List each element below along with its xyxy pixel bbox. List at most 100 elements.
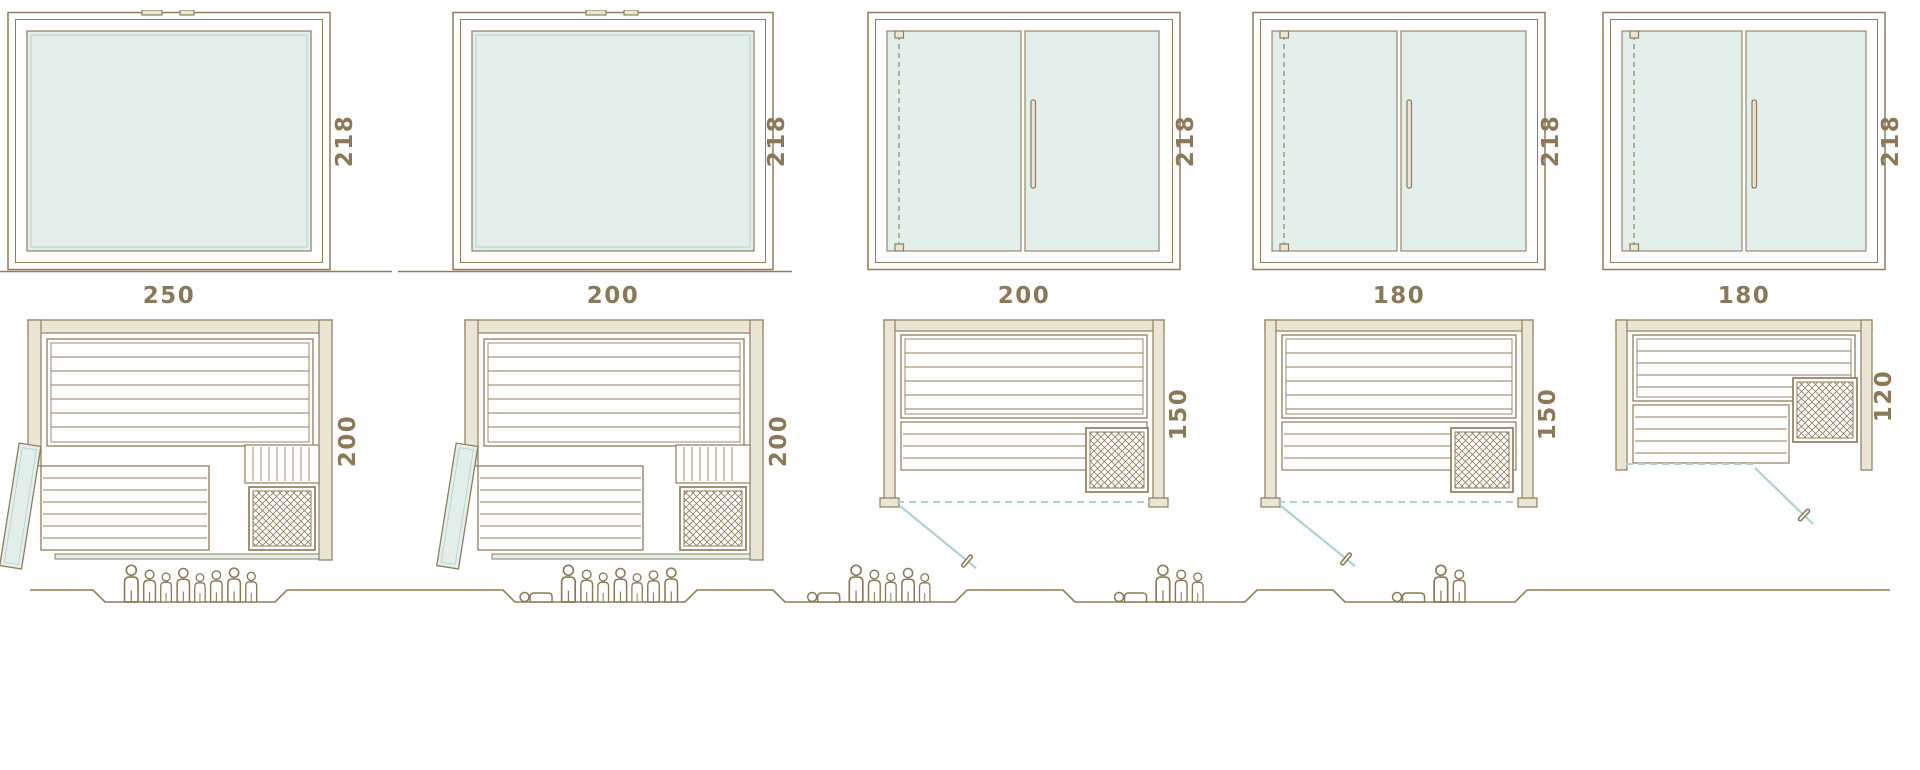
person-standing-icon — [227, 567, 242, 603]
glass-door-right — [1024, 30, 1160, 252]
depth-dimension-label: 150 — [1166, 388, 1192, 441]
depth-dimension-label: 150 — [1535, 388, 1561, 441]
glass-panel — [26, 30, 312, 252]
person-standing-icon — [901, 567, 916, 603]
person-standing-icon — [245, 571, 258, 603]
glass-inner-line — [475, 34, 751, 248]
person-standing-icon — [918, 573, 931, 603]
upper-bench — [483, 338, 745, 447]
pivot-hinge-bottom — [1629, 243, 1640, 252]
model-2-front-elevation: 218 — [398, 10, 792, 273]
frame-inner — [1260, 19, 1538, 263]
glass-door-left — [1271, 30, 1398, 252]
person-standing-icon — [560, 564, 577, 603]
door-handle — [1030, 99, 1037, 189]
roof-vent-icon — [179, 10, 195, 16]
person-standing-icon — [209, 570, 223, 603]
model-4-floor-plan: 150 — [1260, 319, 1561, 567]
door-handle-plan-highlight — [962, 555, 972, 567]
heater — [1792, 377, 1858, 443]
height-dimension-label: 218 — [1538, 115, 1564, 168]
person-lying-icon — [519, 591, 553, 603]
person-standing-icon — [1174, 569, 1188, 603]
pivot-hinge-top — [894, 30, 905, 39]
depth-dimension-label: 200 — [335, 415, 361, 468]
wall-left — [1615, 319, 1628, 471]
height-dimension-label: 218 — [1173, 115, 1199, 168]
height-dimension-label: 218 — [764, 115, 790, 168]
door-handle — [1751, 99, 1758, 189]
person-standing-icon — [160, 572, 173, 603]
door-handle-plan-highlight — [1341, 553, 1351, 565]
wall-left — [1264, 319, 1277, 507]
person-lying-icon — [1391, 591, 1426, 603]
person-standing-icon — [664, 567, 679, 603]
open-glass-door-leaf — [436, 442, 479, 570]
door-handle-plan-highlight — [1799, 510, 1809, 520]
wall-left — [464, 319, 479, 467]
wall-right — [1860, 319, 1873, 471]
frame-inner — [15, 19, 323, 263]
glass-front-closed — [54, 553, 320, 560]
roof-vent-icon — [623, 10, 639, 16]
wall-back — [464, 319, 764, 334]
capacity-group-model-2 — [519, 564, 679, 603]
model-1-front-elevation: 218 — [0, 10, 392, 273]
person-lying-icon — [1113, 591, 1148, 603]
width-dimension-label-model-5: 180 — [1717, 283, 1771, 309]
glass-front-closed — [491, 553, 751, 560]
glass-inner-line — [30, 34, 308, 248]
wall-right — [1521, 319, 1534, 507]
person-standing-icon — [848, 564, 864, 603]
glass-door-right — [1400, 30, 1527, 252]
person-lying-icon — [806, 591, 841, 603]
model-3-front-elevation: 218 — [867, 11, 1199, 271]
people-layer — [123, 564, 1466, 603]
glass-panel — [471, 30, 755, 252]
upper-bench — [1281, 334, 1517, 419]
model-5-floor-plan: 120 — [1615, 319, 1897, 525]
bench-step-slats — [675, 444, 751, 484]
door-handle — [1406, 99, 1413, 189]
wall-foot-right — [1148, 497, 1169, 508]
heater — [1085, 427, 1149, 493]
wall-foot-left — [879, 497, 900, 508]
pivot-hinge-bottom — [1279, 243, 1290, 252]
frame-inner — [1610, 19, 1878, 263]
capacity-group-model-3 — [806, 564, 931, 603]
roof-vent-icon — [141, 10, 163, 16]
upper-bench — [900, 334, 1148, 419]
pivot-hinge-top — [1279, 30, 1290, 39]
wall-left — [27, 319, 42, 467]
person-standing-icon — [1155, 564, 1171, 603]
capacity-group-model-4 — [1113, 564, 1204, 603]
width-dimension-label-model-3: 200 — [997, 283, 1051, 309]
person-standing-icon — [123, 564, 139, 603]
model-4-front-elevation: 218 — [1252, 11, 1564, 271]
ground-line — [30, 589, 1890, 603]
height-dimension-label: 218 — [332, 115, 358, 168]
heater — [1450, 427, 1514, 493]
person-standing-icon — [631, 573, 643, 603]
person-standing-icon — [176, 567, 191, 603]
person-standing-icon — [580, 569, 594, 603]
glass-door-left — [886, 30, 1022, 252]
model-3-floor-plan: 150 — [879, 319, 1192, 569]
model-1-floor-plan: 200 — [0, 319, 361, 570]
wall-back — [1615, 319, 1873, 332]
frame-inner — [460, 19, 766, 263]
lower-bench — [40, 465, 210, 551]
lower-bench — [477, 465, 644, 551]
capacity-group-model-1 — [123, 564, 258, 603]
wall-foot-left — [1260, 497, 1281, 508]
wall-back — [1264, 319, 1534, 332]
height-dimension-label: 218 — [1878, 115, 1904, 168]
open-door-swing-line — [1280, 505, 1356, 567]
person-standing-icon — [1452, 569, 1466, 603]
glass-door-left — [1621, 30, 1743, 252]
upper-bench — [46, 338, 314, 447]
person-standing-icon — [597, 572, 610, 603]
person-standing-icon — [613, 567, 628, 603]
wall-right — [318, 319, 333, 561]
capacity-strip — [30, 564, 1890, 603]
